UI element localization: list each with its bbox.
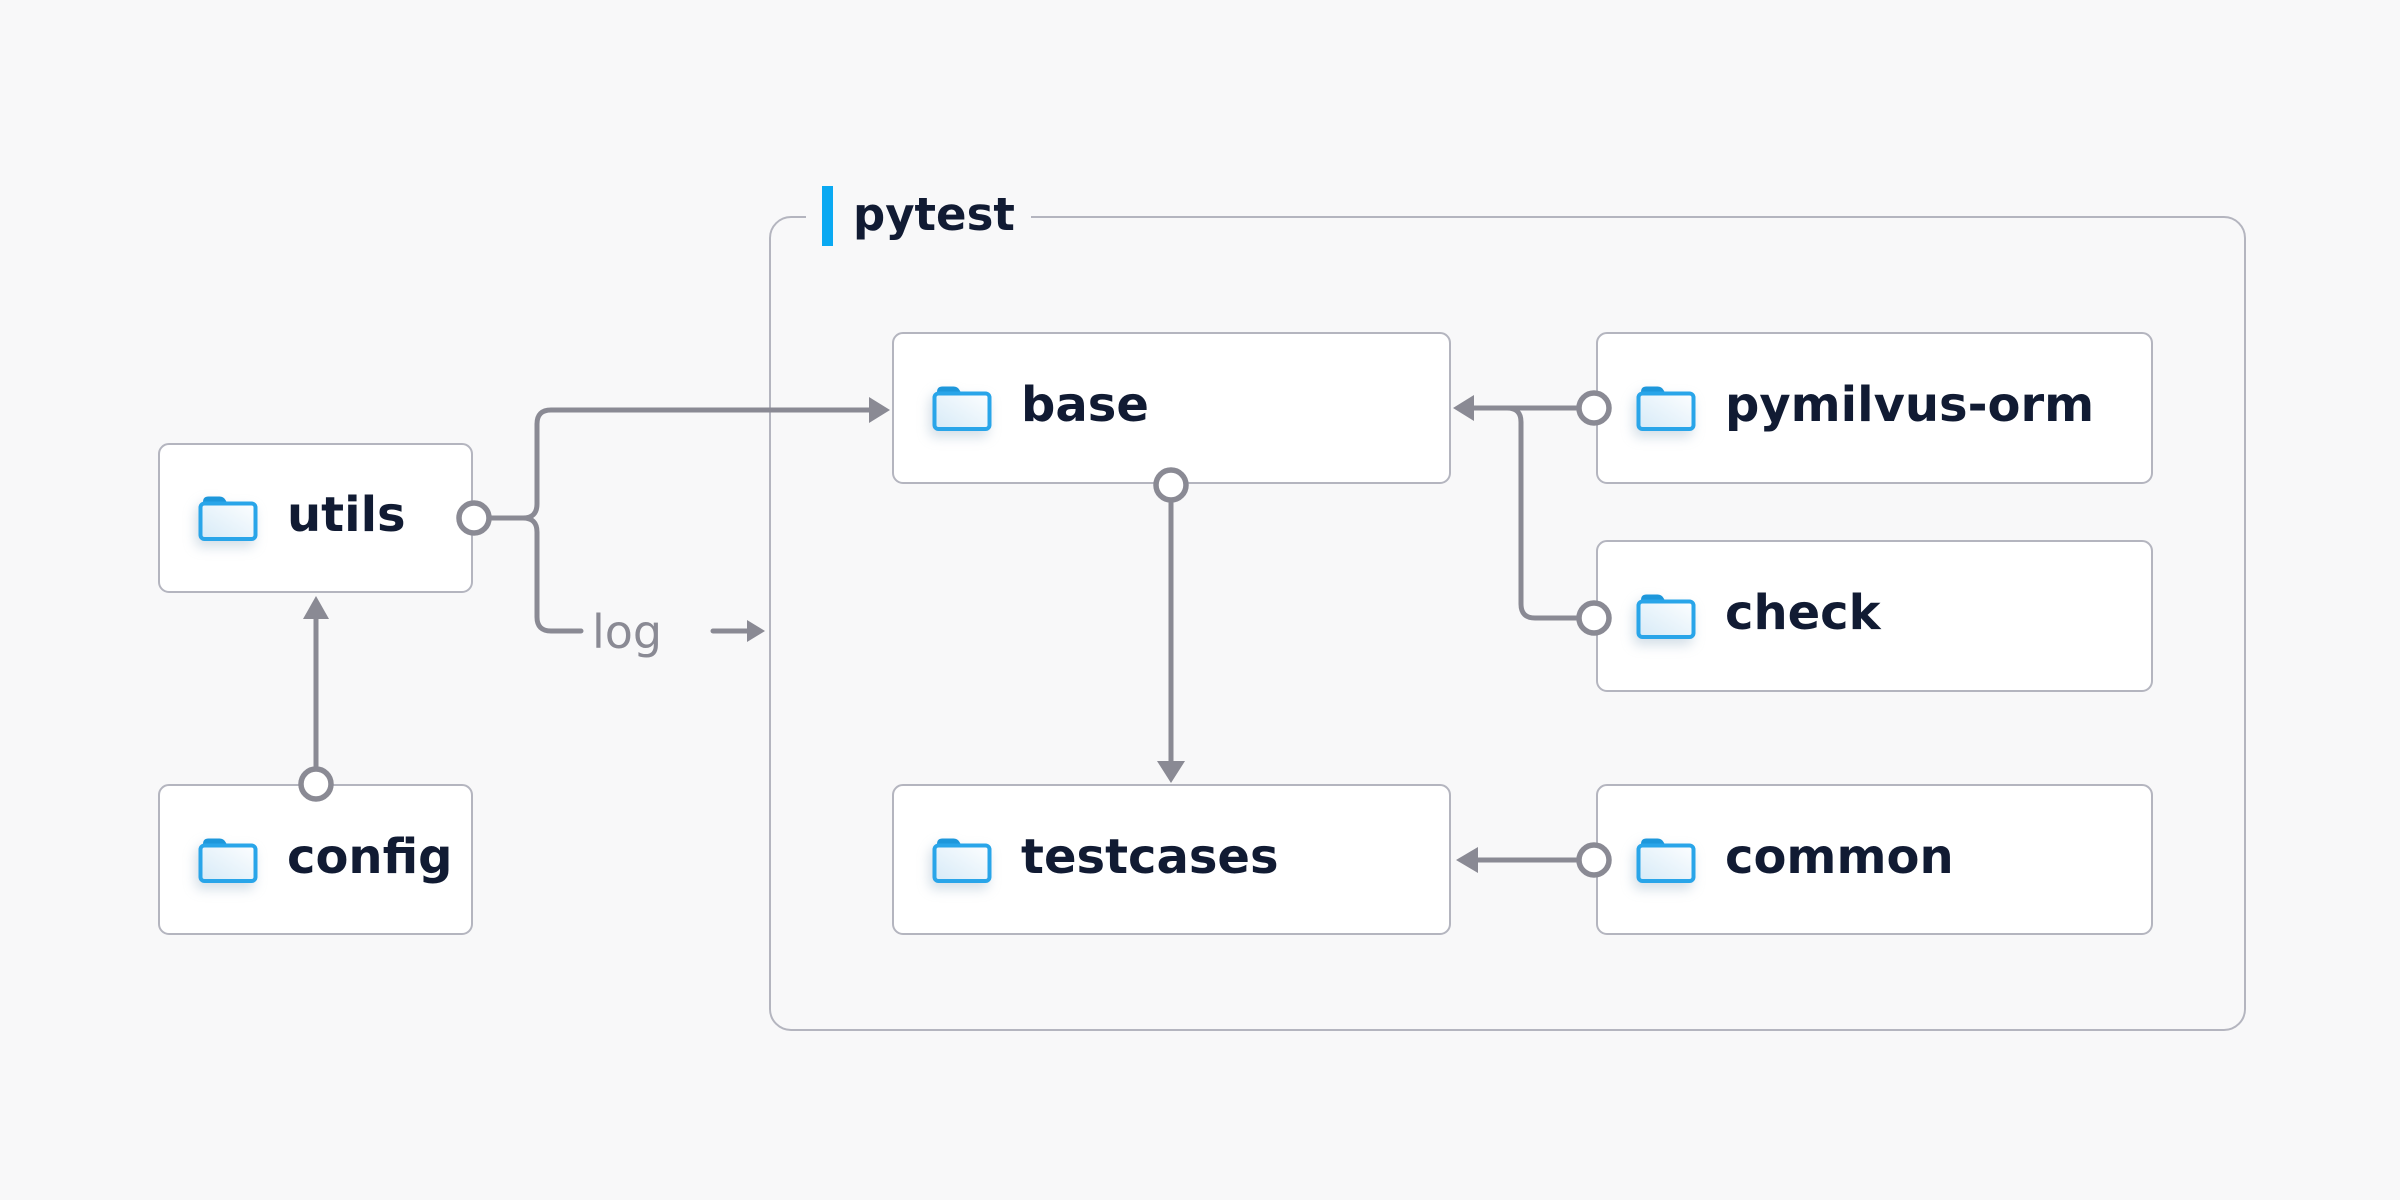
node-utils: utils [158,443,473,593]
node-label: utils [287,487,406,543]
node-label: check [1725,585,1881,641]
node-testcases: testcases [892,784,1451,935]
folder-icon [198,496,258,541]
node-config: config [158,784,473,935]
log-edge-label: log [592,605,663,659]
node-label: testcases [1021,828,1279,885]
node-label: base [1021,377,1149,433]
arrowhead-into-utils [303,596,329,619]
node-label: config [287,828,453,885]
folder-icon [1636,838,1696,883]
folder-icon [1636,594,1696,639]
folder-icon [932,386,992,431]
node-check: check [1596,540,2153,692]
edge-utils-log [486,515,584,634]
folder-icon [1636,386,1696,431]
node-label: common [1725,828,1954,885]
node-base: base [892,332,1451,484]
node-common: common [1596,784,2153,935]
pytest-group-title: pytest [853,187,1015,241]
node-pymilvus-orm: pymilvus-orm [1596,332,2153,484]
arrowhead-log-into-group [747,620,765,642]
folder-icon [932,838,992,883]
accent-bar-icon [822,186,833,246]
pytest-group-box [769,216,2246,1031]
pytest-group-label: pytest [806,185,1031,247]
node-label: pymilvus-orm [1725,377,2095,433]
folder-icon [198,838,258,883]
